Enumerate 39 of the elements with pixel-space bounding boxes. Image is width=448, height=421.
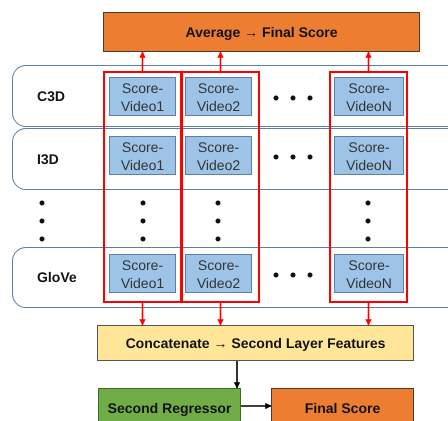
arrow — [139, 303, 146, 326]
node-label: Score-Video1 — [120, 78, 166, 114]
node-label: Score-VideoN — [345, 78, 393, 114]
process-box — [97, 325, 414, 361]
node-label: Concatenate → Second Layer Features — [124, 334, 386, 353]
node-label: Score-Video2 — [196, 256, 242, 292]
score-box — [334, 77, 404, 116]
score-box — [109, 77, 176, 116]
score-box — [334, 254, 404, 293]
arrow — [365, 51, 372, 71]
node-label: Score-Video2 — [196, 138, 242, 174]
node-label: Score-Video1 — [120, 256, 166, 292]
column-frame — [329, 71, 408, 303]
score-box — [185, 254, 252, 293]
score-box — [185, 77, 252, 116]
process-box — [103, 12, 420, 52]
score-box — [109, 254, 176, 293]
node-label: Score-Video1 — [120, 138, 166, 174]
output-box — [271, 388, 414, 421]
score-box — [109, 136, 176, 175]
node-label: GloVe — [36, 268, 78, 287]
arrow — [234, 361, 240, 389]
node-label: Score-Video2 — [196, 78, 242, 114]
node-label: Score-VideoN — [345, 256, 393, 292]
arrow — [217, 51, 224, 71]
node-label: I3D — [36, 150, 60, 168]
node-label: Score-VideoN — [345, 138, 393, 174]
arrow — [139, 51, 146, 71]
score-box — [185, 136, 252, 175]
node-label: Second Regressor — [106, 399, 232, 418]
node-label: C3D — [36, 86, 66, 106]
node-label: Average → Final Score — [184, 22, 338, 42]
node-label: Final Score — [304, 399, 382, 418]
arrow — [217, 303, 224, 326]
column-frame — [181, 71, 260, 303]
arrow — [365, 303, 372, 326]
arrow — [241, 402, 272, 410]
score-box — [334, 136, 404, 175]
process-box — [98, 388, 241, 421]
